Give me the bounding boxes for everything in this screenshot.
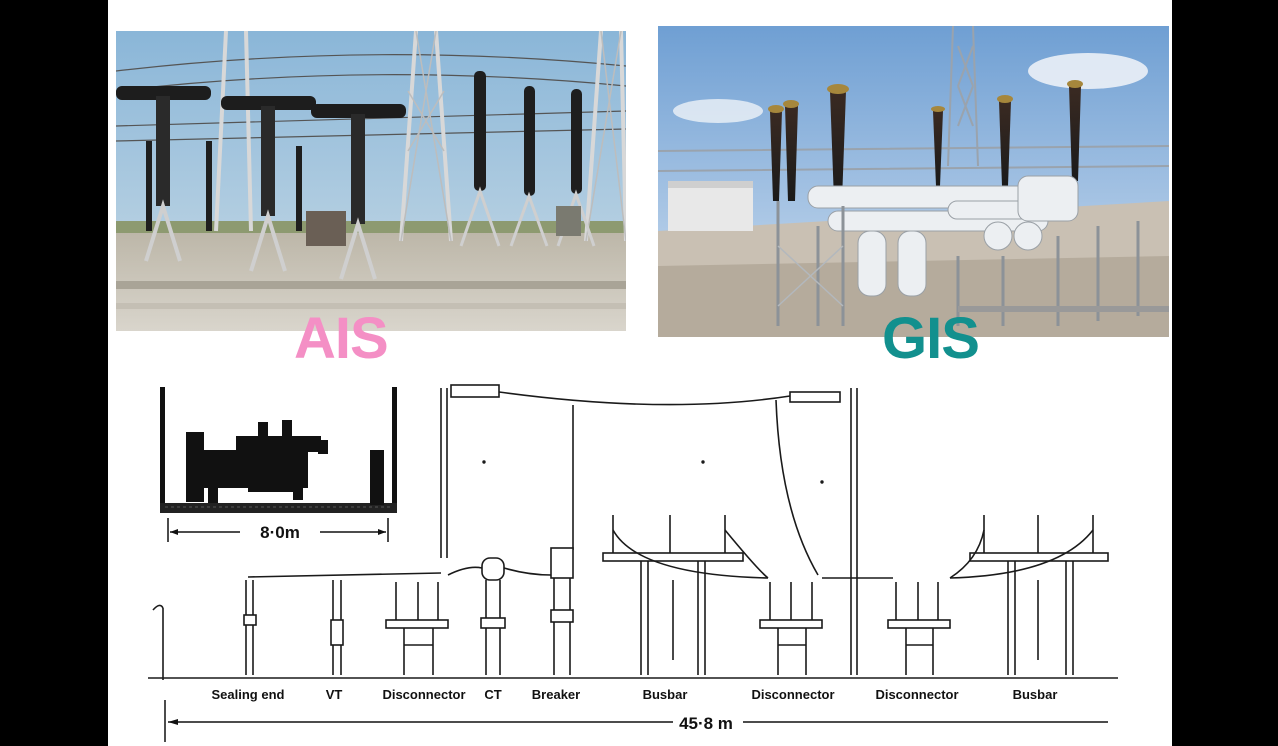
label-disconnector-2: Disconnector bbox=[751, 687, 834, 702]
label-disconnector-3: Disconnector bbox=[875, 687, 958, 702]
gis-width-label: 8·0m bbox=[260, 523, 300, 542]
ais-width-label: 45·8 m bbox=[679, 714, 733, 733]
gis-substation-photo bbox=[658, 26, 1169, 337]
ais-bay-drawing bbox=[148, 384, 1118, 680]
ais-gis-footprint-diagram: 8·0m bbox=[148, 384, 1118, 742]
label-disconnector-1: Disconnector bbox=[382, 687, 465, 702]
label-vt: VT bbox=[326, 687, 343, 702]
gis-caption: GIS bbox=[882, 306, 980, 371]
slide: AIS GIS bbox=[108, 0, 1172, 746]
component-labels: Sealing end VT Disconnector CT Breaker B… bbox=[212, 687, 1058, 702]
label-busbar-1: Busbar bbox=[643, 687, 688, 702]
gis-width-dimension bbox=[167, 518, 389, 542]
gis-bay-drawing bbox=[160, 387, 397, 513]
ais-caption: AIS bbox=[294, 306, 389, 371]
ais-width-dimension bbox=[164, 700, 1108, 742]
label-breaker: Breaker bbox=[532, 687, 580, 702]
label-ct: CT bbox=[484, 687, 501, 702]
label-sealing-end: Sealing end bbox=[212, 687, 285, 702]
ais-substation-photo bbox=[116, 31, 626, 331]
label-busbar-2: Busbar bbox=[1013, 687, 1058, 702]
